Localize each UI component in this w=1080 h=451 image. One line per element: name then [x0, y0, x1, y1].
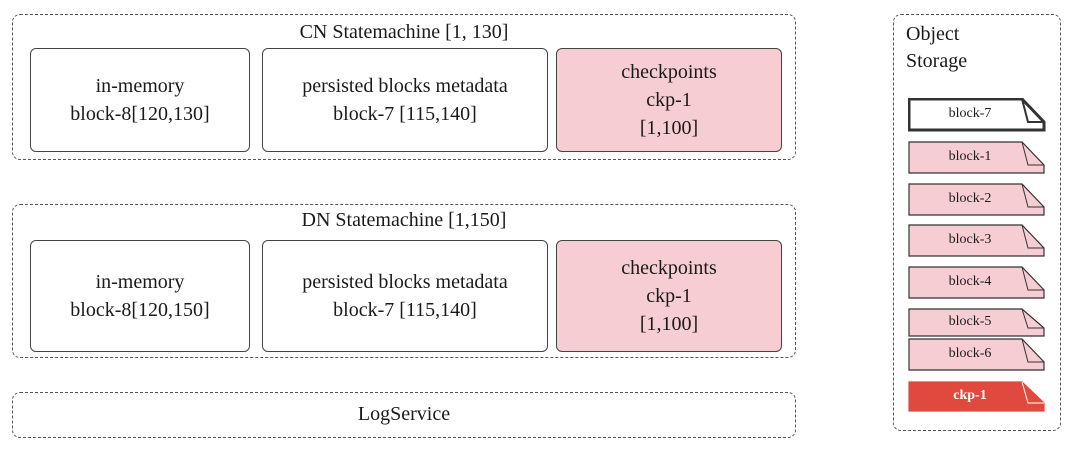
- file-icon: [908, 308, 1045, 337]
- file-icon: [908, 141, 1045, 174]
- object-storage-title-line1: Object: [906, 23, 960, 45]
- object-file-block-7: block-7: [908, 98, 1046, 132]
- file-icon: [908, 338, 1045, 371]
- cn-statemachine-title: CN Statemachine [1, 130]: [299, 21, 509, 43]
- object-file-ckp-1: ckp-1: [908, 381, 1046, 412]
- dn-persisted-metadata-box: persisted blocks metadata block-7 [115,1…: [262, 240, 548, 352]
- cn-in-memory-label: in-memory: [95, 75, 185, 97]
- file-icon: [908, 183, 1045, 216]
- dn-in-memory-box: in-memory block-8[120,150]: [30, 240, 250, 352]
- file-label: block-6: [948, 346, 992, 361]
- dn-checkpoints-box: checkpoints ckp-1 [1,100]: [556, 240, 782, 352]
- cn-statemachine-panel: CN Statemachine [1, 130]: [12, 14, 796, 160]
- dn-statemachine-panel: DN Statemachine [1,150]: [12, 204, 796, 358]
- object-file-block-1: block-1: [908, 141, 1046, 174]
- cn-persisted-metadata-box: persisted blocks metadata block-7 [115,1…: [262, 48, 548, 152]
- dn-checkpoints-range: [1,100]: [639, 313, 699, 335]
- file-icon: [908, 224, 1045, 257]
- dn-statemachine-title: DN Statemachine [1,150]: [301, 209, 507, 231]
- dn-persisted-label: persisted blocks metadata: [302, 271, 508, 293]
- dn-checkpoints-name: ckp-1: [646, 285, 692, 307]
- file-label: block-1: [948, 149, 992, 164]
- file-label: block-5: [948, 314, 992, 329]
- file-label: ckp-1: [953, 388, 987, 403]
- cn-persisted-label: persisted blocks metadata: [302, 75, 508, 97]
- cn-checkpoints-box: checkpoints ckp-1 [1,100]: [556, 48, 782, 152]
- log-service-panel: LogService: [12, 392, 796, 438]
- cn-checkpoints-range: [1,100]: [639, 117, 699, 139]
- file-label: block-7: [948, 106, 992, 121]
- object-file-block-2: block-2: [908, 183, 1046, 216]
- dn-persisted-block: block-7 [115,140]: [333, 299, 477, 321]
- object-file-block-5: block-5: [908, 308, 1046, 337]
- cn-persisted-block: block-7 [115,140]: [333, 103, 477, 125]
- object-file-block-6: block-6: [908, 338, 1046, 371]
- cn-in-memory-box: in-memory block-8[120,130]: [30, 48, 250, 152]
- object-file-block-4: block-4: [908, 266, 1046, 299]
- file-label: block-3: [948, 232, 992, 247]
- dn-checkpoints-label: checkpoints: [621, 257, 717, 279]
- object-storage-title: Object Storage: [906, 21, 967, 75]
- cn-checkpoints-name: ckp-1: [646, 89, 692, 111]
- cn-in-memory-block: block-8[120,130]: [70, 103, 210, 125]
- object-file-block-3: block-3: [908, 224, 1046, 257]
- file-icon: [908, 98, 1046, 132]
- object-storage-panel: Object Storage: [893, 14, 1061, 431]
- dn-in-memory-label: in-memory: [95, 271, 185, 293]
- cn-checkpoints-label: checkpoints: [621, 61, 717, 83]
- file-icon: [908, 266, 1045, 299]
- file-label: block-4: [948, 274, 992, 289]
- file-icon: [908, 381, 1045, 412]
- object-storage-title-line2: Storage: [906, 50, 968, 72]
- dn-in-memory-block: block-8[120,150]: [70, 299, 210, 321]
- log-service-label: LogService: [357, 403, 451, 425]
- file-label: block-2: [948, 191, 992, 206]
